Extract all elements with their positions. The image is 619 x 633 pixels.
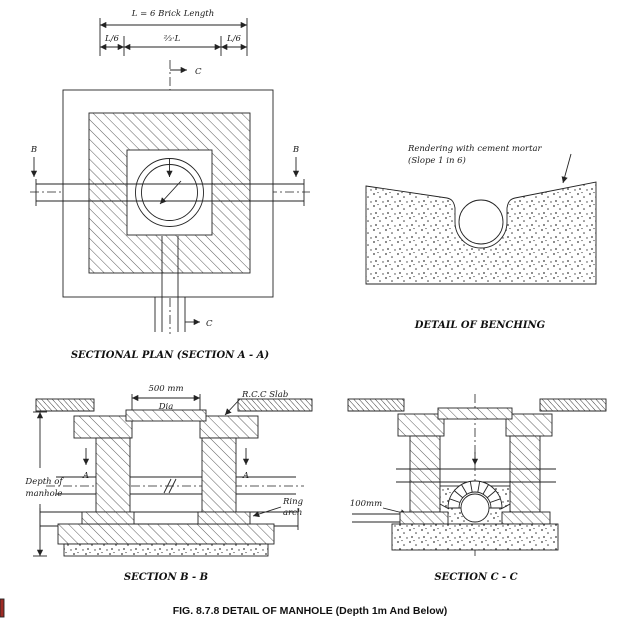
figure-caption: FIG. 8.7.8 DETAIL OF MANHOLE (Depth 1m A… bbox=[173, 605, 448, 617]
rcc-slab-right-cc bbox=[505, 413, 553, 437]
section-marker-a-right: A bbox=[242, 471, 249, 481]
sub-base bbox=[63, 543, 269, 557]
brick-wall-right-bb bbox=[201, 437, 237, 513]
scan-artifact bbox=[0, 598, 5, 618]
section-bb: 500 mm Dia R.C.C Slab A A bbox=[24, 384, 313, 583]
plan-dim-right-label: L/6 bbox=[226, 34, 242, 44]
plan-dim-mid-label: ⅔·L bbox=[164, 34, 181, 44]
rcc-slab-label: R.C.C Slab bbox=[241, 390, 288, 400]
depth-label-line1: Depth of bbox=[24, 477, 64, 487]
section-marker-b-right: B bbox=[292, 145, 299, 155]
section-marker-a-left: A bbox=[82, 471, 89, 481]
base-slab-cc bbox=[391, 523, 559, 551]
section-cc: 100mm SECTION C - C bbox=[347, 394, 607, 583]
dia-dim-value: 500 mm bbox=[148, 384, 183, 394]
sectional-plan-caption: SECTIONAL PLAN (SECTION A - A) bbox=[71, 350, 270, 361]
benching-note-line1: Rendering with cement mortar bbox=[407, 144, 543, 154]
benching-caption: DETAIL OF BENCHING bbox=[414, 320, 546, 331]
section-marker-c-top: C bbox=[195, 67, 202, 77]
section-cc-caption: SECTION C - C bbox=[434, 572, 517, 583]
brick-wall-left-cc bbox=[409, 435, 441, 513]
benching-detail: Rendering with cement mortar (Slope 1 in… bbox=[365, 144, 597, 331]
rcc-slab-left bbox=[73, 415, 133, 439]
plan-total-dim-label: L = 6 Brick Length bbox=[131, 9, 214, 19]
offset-dim-label: 100mm bbox=[350, 499, 382, 509]
dia-dim-label: Dia bbox=[158, 402, 174, 412]
manhole-cover-cc bbox=[437, 407, 513, 420]
section-bb-caption: SECTION B - B bbox=[124, 572, 208, 583]
figure-caption-group: FIG. 8.7.8 DETAIL OF MANHOLE (Depth 1m A… bbox=[0, 598, 448, 618]
ring-arch-label-line1: Ring bbox=[282, 497, 304, 507]
pipe-in-benching bbox=[458, 199, 504, 245]
plan-dim-left-label: L/6 bbox=[104, 34, 120, 44]
base-slab bbox=[57, 523, 275, 545]
brick-wall-right-cc bbox=[509, 435, 541, 513]
corbel-left-bb bbox=[81, 511, 135, 525]
benching-concrete bbox=[365, 181, 597, 285]
ground-hatch-right bbox=[237, 398, 313, 412]
rcc-slab-right bbox=[199, 415, 259, 439]
brick-wall-left-bb bbox=[95, 437, 131, 513]
ground-hatch-right-cc bbox=[539, 398, 607, 412]
corbel-left-cc bbox=[399, 511, 449, 525]
section-marker-c-bottom: C bbox=[206, 319, 213, 329]
benching-note-line2: (Slope 1 in 6) bbox=[408, 155, 466, 166]
sectional-plan: L = 6 Brick Length L/6 ⅔·L L/6 B B bbox=[30, 9, 310, 361]
corbel-right-bb bbox=[197, 511, 251, 525]
manhole-cover-bb bbox=[125, 409, 207, 422]
ring-arch-label-line2: arch bbox=[283, 508, 302, 518]
ground-hatch-left bbox=[35, 398, 95, 412]
ground-hatch-left-cc bbox=[347, 398, 405, 412]
depth-label-line2: manhole bbox=[26, 489, 63, 499]
pipe-end-cc bbox=[460, 493, 490, 523]
section-marker-b-left: B bbox=[30, 145, 37, 155]
rcc-slab-left-cc bbox=[397, 413, 445, 437]
corbel-right-cc bbox=[501, 511, 551, 525]
